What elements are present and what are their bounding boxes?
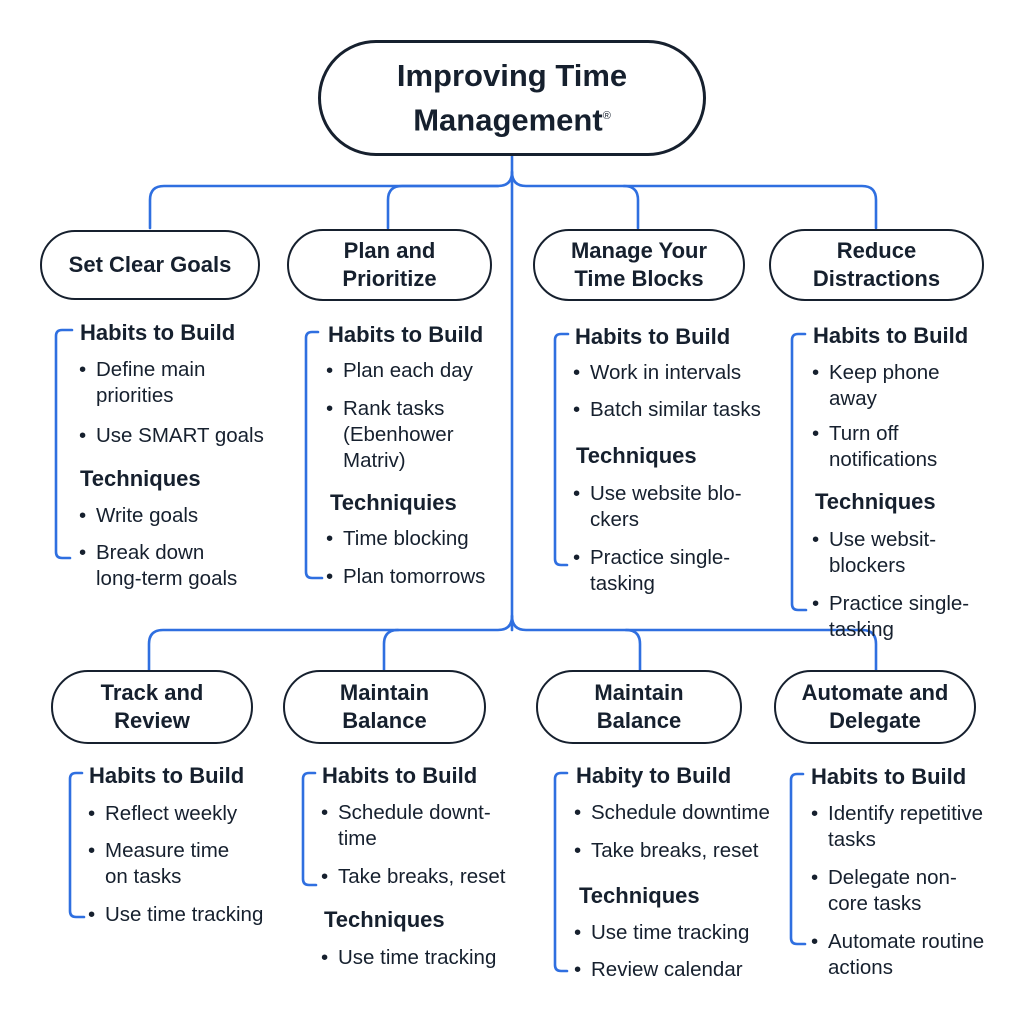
list-item: Practice single-tasking	[573, 545, 730, 597]
node-title-line-1: Automate and	[801, 680, 949, 705]
node-title-line-2: Review	[114, 708, 190, 733]
node-title-line-1: Plan and	[343, 238, 436, 263]
list-item: Use time tracking	[574, 920, 749, 946]
list-item: Take breaks, reset	[321, 864, 505, 890]
node-title-line-2: Balance	[596, 708, 682, 733]
section-heading: Techniquies	[330, 490, 457, 515]
connector-line	[553, 332, 570, 567]
connector-line	[790, 332, 808, 612]
list-item: Review calendar	[574, 957, 743, 983]
list-item: Use time tracking	[321, 945, 496, 971]
node-title-line-2: Distractions	[812, 266, 941, 291]
section-heading: Techniques	[80, 466, 201, 491]
list-item: Write goals	[79, 503, 198, 529]
list-item: Use websit-blockers	[812, 527, 936, 579]
connector-line	[147, 614, 514, 672]
connector-line	[622, 184, 878, 230]
section-heading: Habits to Build	[813, 323, 969, 348]
list-item: Schedule downt-time	[321, 800, 491, 852]
list-item: Take breaks, reset	[574, 838, 758, 864]
section-heading: Habits to Build	[322, 763, 478, 788]
connector-line	[68, 771, 86, 919]
section-heading: Techniques	[815, 489, 936, 514]
node-title-line-1: Set Clear Goals	[68, 252, 232, 277]
node-title-line-1: Maintain	[339, 680, 430, 705]
list-item: Use SMART goals	[79, 423, 264, 449]
node-title-line-2: Prioritize	[342, 266, 437, 291]
node-title-line-1: Maintain	[594, 680, 684, 705]
node-title-line-2: Balance	[342, 708, 427, 733]
list-item: Use website blo-ckers	[573, 481, 741, 533]
registered-mark: ®	[602, 110, 611, 123]
list-item: Use time tracking	[88, 902, 263, 928]
connector-line	[382, 628, 400, 672]
node-title-line-2: Time Blocks	[574, 266, 704, 291]
connector-line	[789, 772, 807, 946]
connector-line	[301, 771, 318, 887]
list-item: Plan tomorrows	[326, 564, 485, 590]
section-heading: Habits to Build	[328, 322, 484, 347]
section-heading: Techniques	[579, 883, 700, 908]
connector-line	[510, 170, 640, 230]
root-node: Improving Time Management®	[318, 40, 706, 156]
section-heading: Habits to Build	[89, 763, 245, 788]
connector-line	[386, 184, 500, 230]
section-heading: Habits to Build	[811, 764, 967, 789]
root-title-line-2: Management	[413, 102, 603, 138]
node-title-line-2: Delegate	[829, 708, 921, 733]
node-title-line-1: Manage Your	[570, 238, 708, 263]
list-item: Delegate non-core tasks	[811, 865, 957, 917]
connector-line	[148, 170, 514, 230]
list-item: Reflect weekly	[88, 801, 237, 827]
section-heading: Techniques	[576, 443, 697, 468]
list-item: Time blocking	[326, 526, 469, 552]
root-title-line-1: Improving Time	[396, 58, 628, 94]
section-heading: Techniques	[324, 907, 445, 932]
connector-line	[553, 771, 569, 973]
connector-line	[624, 628, 642, 672]
connector-line	[304, 330, 324, 580]
list-item: Plan each day	[326, 358, 473, 384]
connector-line	[510, 614, 878, 672]
list-item: Schedule downtime	[574, 800, 770, 826]
node-title-line-1: Track and	[100, 680, 204, 705]
list-item: Practice single-tasking	[812, 591, 969, 643]
section-heading: Habits to Build	[575, 324, 731, 349]
list-item: Batch similar tasks	[573, 397, 761, 423]
section-heading: Habity to Build	[576, 763, 732, 788]
node-set-clear-goals: Set Clear Goals	[40, 230, 260, 300]
node-title-line-1: Reduce	[836, 238, 917, 263]
section-heading: Habits to Build	[80, 320, 236, 345]
list-item: Work in intervals	[573, 360, 741, 386]
connector-line	[54, 328, 74, 560]
